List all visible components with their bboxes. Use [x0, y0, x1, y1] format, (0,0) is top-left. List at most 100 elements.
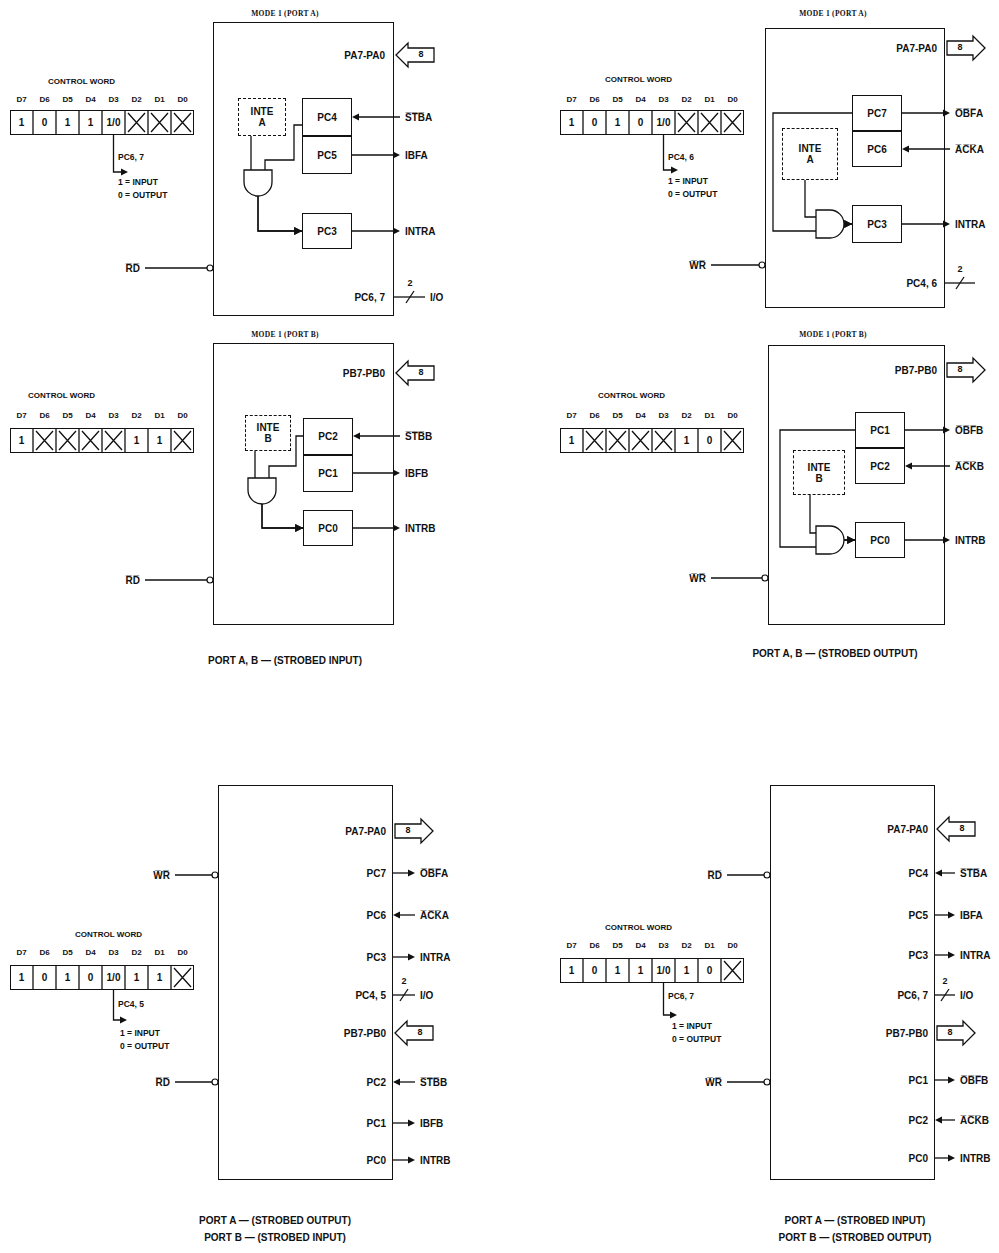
bit-number: D4 [635, 942, 645, 951]
arrow-head [120, 1017, 127, 1024]
bit-divider [55, 965, 56, 990]
pin-name: PB7-PB0 [344, 1028, 386, 1039]
bit-value: 0 [707, 435, 713, 446]
arrow-head [393, 912, 400, 919]
arrow-head [905, 463, 912, 470]
control-bit: 1 [606, 958, 629, 983]
signal-line [935, 1079, 949, 1080]
control-bit: 1 [148, 428, 171, 453]
inversion-bubble [759, 262, 765, 268]
signal-name: S̅T̅B̅A [960, 868, 987, 879]
bit-divider [674, 958, 675, 983]
bit-divider [147, 110, 148, 135]
arrow-head [393, 228, 400, 235]
bit-value: 1 [19, 435, 25, 446]
bit-value: 1 [638, 965, 644, 976]
control-word-heading: CONTROL WORD [48, 78, 115, 87]
bit-divider [720, 958, 721, 983]
signal-name: R̅D̅ [126, 263, 140, 274]
figure-caption: PORT B — (STROBED INPUT) [204, 1232, 346, 1243]
dont-care-cross [82, 431, 99, 450]
signal-line [359, 435, 400, 436]
bit-divider [101, 428, 102, 453]
arrow-head [393, 1079, 400, 1086]
bit-value: 0 [88, 972, 94, 983]
bit-number: D6 [589, 942, 599, 951]
flipflop-name: INTE A [247, 106, 277, 128]
pin-box: PC2 [855, 448, 905, 484]
bit-divider [628, 958, 629, 983]
pin-box: PC5 [302, 136, 352, 174]
arrow-head [408, 1157, 415, 1164]
bit-value: 1 [569, 117, 575, 128]
signal-name: O̅B̅F̅A [420, 868, 448, 879]
bit-divider [55, 428, 56, 453]
bus-arrow [937, 817, 975, 841]
chip-block: PB7-PB0INTE BPC2PC1PC0 [213, 343, 394, 625]
control-bit: 0 [79, 965, 102, 990]
control-word: CONTROL WORD10111/010 [560, 958, 744, 983]
inversion-bubble [207, 265, 213, 271]
bit-number: D5 [612, 942, 622, 951]
control-bit: 1 [629, 958, 652, 983]
bit-number: D5 [62, 96, 72, 105]
control-bit: 1 [10, 428, 33, 453]
dont-care-cross [174, 431, 191, 450]
bit-value: 1/0 [657, 965, 671, 976]
bit-number: D2 [131, 412, 141, 421]
signal-name: INTRB [405, 523, 436, 534]
bit-divider [32, 428, 33, 453]
pin-name: PC6, 7 [897, 990, 928, 1001]
signal-name: INTRA [955, 219, 986, 230]
pin-name: PA7-PA0 [896, 43, 937, 54]
control-word: CONTROL WORD111 [10, 428, 194, 453]
signal-name: I/O [420, 990, 433, 1001]
bit-number: D5 [62, 412, 72, 421]
dont-care-cross [59, 431, 76, 450]
control-bit: 1 [56, 110, 79, 135]
arrow-head [670, 1012, 677, 1019]
signal-name: INTRA [960, 950, 991, 961]
bit-value: 1 [19, 117, 25, 128]
control-bit: 1/0 [102, 110, 125, 135]
flipflop-name: INTE A [795, 143, 825, 165]
bit-number: D1 [704, 942, 714, 951]
pin-name: PC3 [867, 219, 886, 230]
bit-value: 1 [134, 972, 140, 983]
signal-line [902, 223, 944, 224]
bit-number: D7 [16, 412, 26, 421]
control-word: CONTROL WORD10111/0 [10, 110, 194, 135]
control-note: 0 = OUTPUT [118, 191, 167, 200]
control-bit: 0 [583, 110, 606, 135]
bit-divider [101, 110, 102, 135]
inversion-bubble [207, 577, 213, 583]
pin-name: PC3 [367, 952, 386, 963]
bit-value: 0 [592, 965, 598, 976]
interrupt-wire [805, 180, 852, 224]
bit-divider [101, 965, 102, 990]
bit-value: 1 [65, 117, 71, 128]
pin-name: PC0 [909, 1153, 928, 1164]
pin-name: PC3 [317, 226, 336, 237]
bit-value: 1/0 [107, 117, 121, 128]
pin-name: PC7 [867, 108, 886, 119]
dont-care-cross [724, 431, 741, 450]
bit-number: D7 [566, 96, 576, 105]
control-note: PC6, 7 [118, 153, 144, 162]
arrow-head [408, 870, 415, 877]
pin-box: PC3 [302, 213, 352, 249]
bit-number: D0 [727, 96, 737, 105]
control-line [711, 577, 762, 578]
bus-arrow [947, 36, 985, 60]
bus-width: 8 [947, 1028, 952, 1038]
signal-line [908, 148, 950, 149]
bit-number: D2 [131, 949, 141, 958]
arrow-head [671, 167, 678, 174]
control-bit: 1 [675, 958, 698, 983]
bit-divider [697, 428, 698, 453]
arrow-head [393, 470, 400, 477]
figure-caption: PORT A — (STROBED OUTPUT) [199, 1215, 351, 1226]
pin-box: PC0 [303, 510, 353, 546]
control-bit: 1/0 [652, 958, 675, 983]
signal-line [393, 1159, 409, 1160]
